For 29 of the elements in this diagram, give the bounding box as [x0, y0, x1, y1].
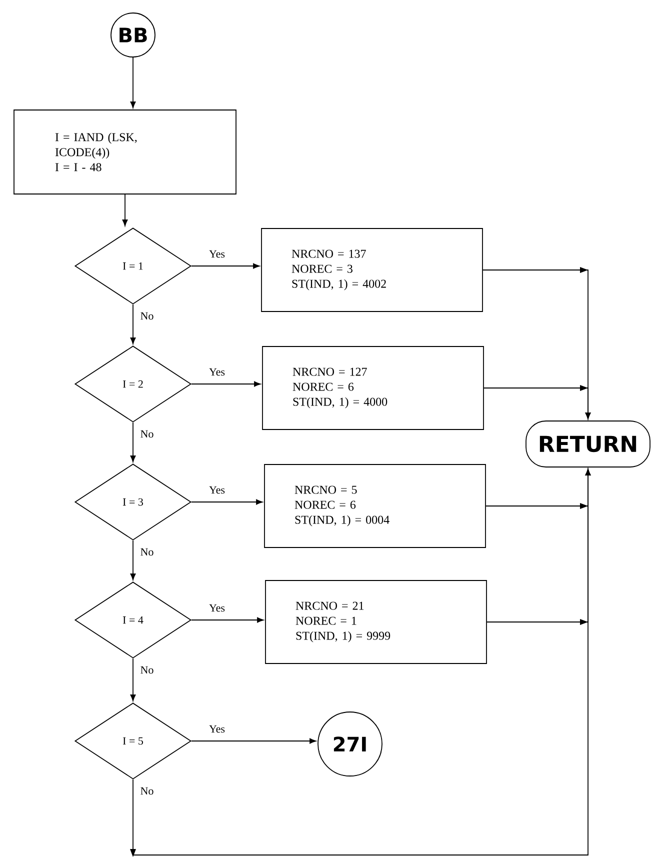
process-box: NRCNO = 5 NOREC = 6 ST(IND, 1) = 0004 — [264, 464, 486, 548]
edge-label: No — [139, 429, 155, 439]
arrow — [130, 468, 591, 857]
terminal-box: RETURN — [526, 420, 650, 468]
arrow — [130, 304, 136, 344]
arrow — [191, 499, 263, 505]
edge-label: No — [139, 786, 155, 796]
arrow — [130, 540, 136, 580]
edge-label: No — [139, 547, 155, 557]
arrow — [191, 738, 316, 744]
process-box: I = IAND (LSK, ICODE(4)) I = I - 48 — [14, 110, 236, 194]
arrow — [130, 422, 136, 462]
process-box: NRCNO = 137 NOREC = 3 ST(IND, 1) = 4002 — [261, 228, 483, 312]
arrow — [191, 263, 260, 269]
process-box: NRCNO = 21 NOREC = 1 ST(IND, 1) = 9999 — [265, 580, 487, 664]
arrow — [191, 381, 261, 387]
edge-label: Yes — [208, 603, 226, 613]
edge-label: Yes — [208, 249, 226, 259]
edge-label: Yes — [208, 485, 226, 495]
edge-label: No — [139, 665, 155, 675]
arrow — [130, 57, 136, 108]
arrow — [122, 194, 128, 226]
arrow — [484, 385, 591, 420]
arrow — [191, 617, 264, 623]
process-box: NRCNO = 127 NOREC = 6 ST(IND, 1) = 4000 — [262, 346, 484, 430]
edge-label: Yes — [208, 724, 226, 734]
edge-label: No — [139, 311, 155, 321]
arrow — [130, 658, 136, 702]
edge-label: Yes — [208, 367, 226, 377]
